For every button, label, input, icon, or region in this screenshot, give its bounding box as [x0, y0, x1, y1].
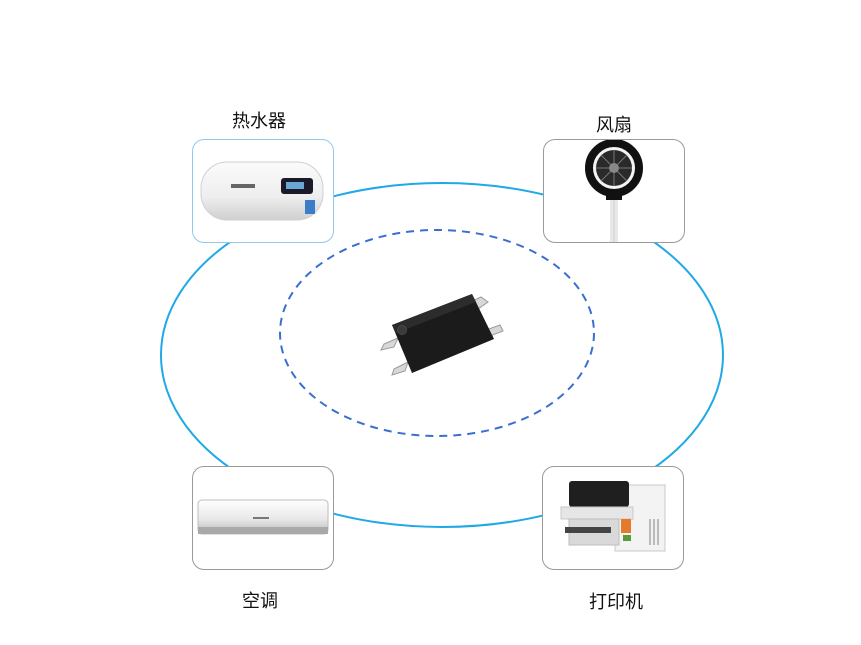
water-heater-card[interactable]	[192, 139, 334, 243]
water-heater-icon	[200, 161, 324, 221]
fan-label: 风扇	[596, 115, 632, 136]
printer-card[interactable]	[542, 466, 684, 570]
water-heater-label: 热水器	[232, 111, 286, 132]
air-conditioner-label: 空调	[242, 591, 278, 612]
chip-icon	[380, 294, 504, 376]
outer-ring	[160, 182, 724, 528]
printer-label: 打印机	[589, 592, 643, 613]
fan-card[interactable]	[543, 139, 685, 243]
air-conditioner-card[interactable]	[192, 466, 334, 570]
fan-icon	[585, 140, 643, 242]
air-conditioner-icon	[197, 499, 329, 535]
inner-dashed-ring	[279, 229, 595, 437]
printer-icon	[560, 481, 666, 552]
